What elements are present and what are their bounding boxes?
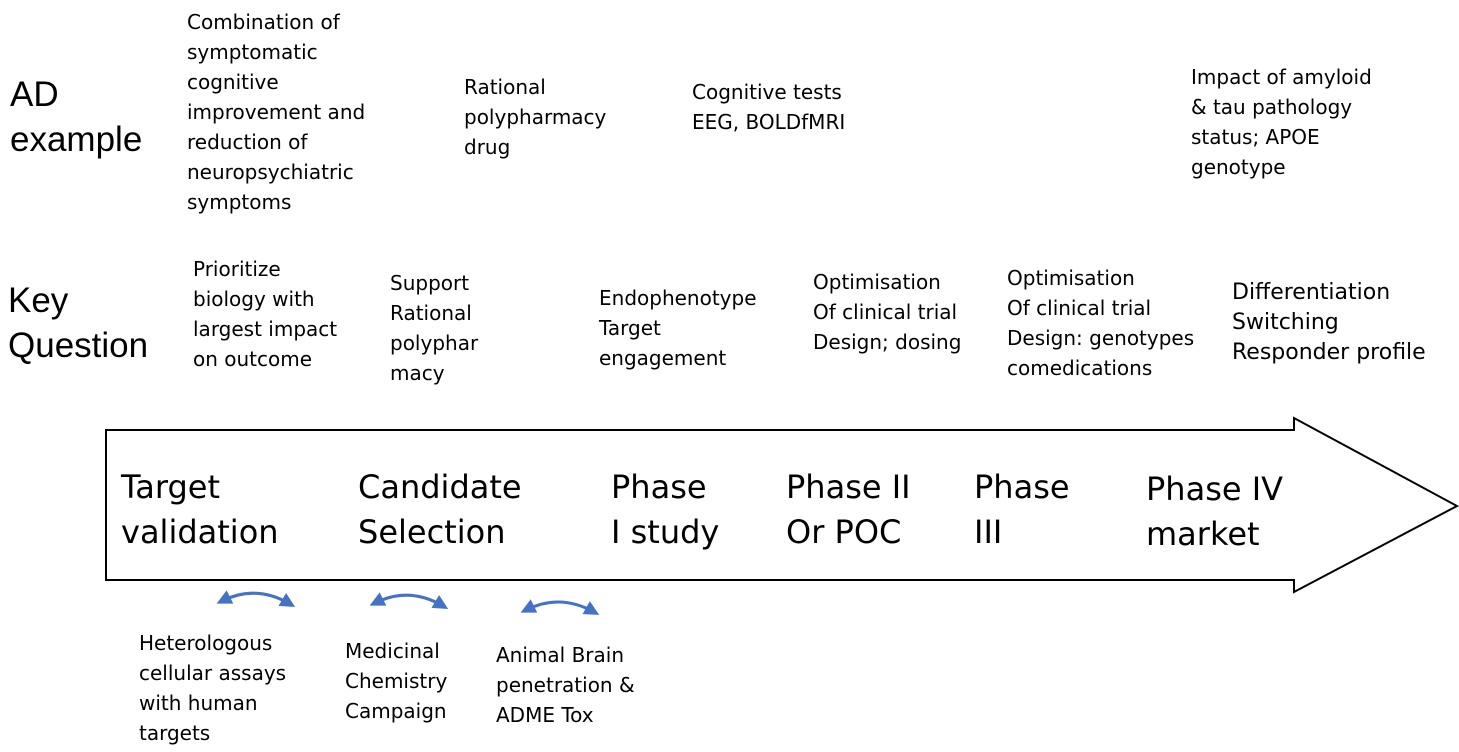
stage-line: Phase [611, 468, 707, 506]
kq-label-line: Question [8, 326, 149, 365]
text-line: neuropsychiatric [187, 160, 354, 184]
kq-label-line: Key [8, 281, 69, 320]
text-line: Design: genotypes [1007, 326, 1195, 350]
text-line: cellular assays [139, 661, 287, 685]
key-question-1: Prioritize biology with largest impact o… [193, 254, 337, 374]
stage-line: Candidate [358, 468, 522, 506]
ad-example-1: Combination of symptomatic cognitive imp… [187, 7, 365, 217]
stage-phase-3: Phase III [974, 465, 1070, 555]
text-line: Support [390, 271, 470, 295]
stage-line: Phase II [786, 468, 911, 506]
text-line: symptoms [187, 190, 292, 214]
stage-line: validation [121, 513, 279, 551]
text-line: Animal Brain [496, 643, 624, 667]
key-question-2: Support Rational polyphar macy [390, 268, 478, 388]
bottom-note-1: Heterologous cellular assays with human … [139, 628, 286, 748]
text-line: polyphar [390, 331, 479, 355]
stage-phase-1: Phase I study [611, 465, 719, 555]
stage-target-validation: Target validation [121, 465, 279, 555]
key-question-6: Differentiation Switching Responder prof… [1232, 278, 1426, 368]
text-line: Endophenotype [599, 286, 757, 310]
ad-label-line: example [10, 120, 143, 159]
text-line: Combination of [187, 10, 340, 34]
text-line: Of clinical trial [1007, 296, 1152, 320]
ad-example-label: AD example [10, 72, 142, 162]
ad-example-4: Impact of amyloid & tau pathology status… [1191, 62, 1372, 182]
text-line: Differentiation [1232, 280, 1391, 305]
text-line: genotype [1191, 155, 1286, 179]
ad-label-line: AD [10, 75, 59, 114]
connector-arrow-1 [216, 590, 296, 608]
connector-arrow-3 [520, 599, 600, 615]
text-line: drug [464, 135, 511, 159]
bottom-note-3: Animal Brain penetration & ADME Tox [496, 640, 635, 730]
connector-arrow-2 [369, 592, 449, 610]
text-line: Rational [390, 301, 472, 325]
key-question-3: Endophenotype Target engagement [599, 283, 757, 373]
stage-line: III [974, 513, 1003, 551]
text-line: Responder profile [1232, 340, 1426, 365]
text-line: Optimisation [813, 270, 941, 294]
key-question-label: Key Question [8, 278, 148, 368]
stage-phase-4: Phase IV market [1146, 467, 1283, 557]
text-line: reduction of [187, 130, 308, 154]
stage-line: market [1146, 515, 1260, 553]
ad-example-3: Cognitive tests EEG, BOLDfMRI [692, 77, 845, 137]
text-line: & tau pathology [1191, 95, 1353, 119]
key-question-5: Optimisation Of clinical trial Design: g… [1007, 263, 1194, 383]
text-line: polypharmacy [464, 105, 607, 129]
text-line: Impact of amyloid [1191, 65, 1372, 89]
stage-line: Target [121, 468, 220, 506]
text-line: symptomatic [187, 40, 318, 64]
text-line: Medicinal [345, 639, 440, 663]
text-line: EEG, BOLDfMRI [692, 110, 846, 134]
text-line: comedications [1007, 356, 1153, 380]
stage-line: Phase [974, 468, 1070, 506]
pipeline-arrow [105, 416, 1459, 594]
text-line: Switching [1232, 310, 1339, 335]
text-line: Prioritize [193, 257, 281, 281]
text-line: Heterologous [139, 631, 273, 655]
text-line: on outcome [193, 347, 313, 371]
text-line: Campaign [345, 699, 447, 723]
stage-line: Or POC [786, 513, 902, 551]
text-line: Of clinical trial [813, 300, 958, 324]
text-line: engagement [599, 346, 727, 370]
text-line: penetration & [496, 673, 635, 697]
text-line: ADME Tox [496, 703, 594, 727]
key-question-4: Optimisation Of clinical trial Design; d… [813, 267, 961, 357]
text-line: Optimisation [1007, 266, 1135, 290]
text-line: status; APOE [1191, 125, 1320, 149]
text-line: macy [390, 361, 445, 385]
stage-phase-2: Phase II Or POC [786, 465, 911, 555]
stage-line: I study [611, 513, 720, 551]
text-line: Design; dosing [813, 330, 962, 354]
text-line: Target [599, 316, 661, 340]
stage-line: Phase IV [1146, 470, 1284, 508]
bottom-note-2: Medicinal Chemistry Campaign [345, 636, 447, 726]
text-line: cognitive [187, 70, 279, 94]
text-line: Cognitive tests [692, 80, 842, 104]
ad-example-2: Rational polypharmacy drug [464, 72, 606, 162]
text-line: largest impact [193, 317, 338, 341]
text-line: Chemistry [345, 669, 448, 693]
stage-line: Selection [358, 513, 506, 551]
text-line: with human [139, 691, 258, 715]
stage-candidate-selection: Candidate Selection [358, 465, 522, 555]
text-line: improvement and [187, 100, 366, 124]
text-line: biology with [193, 287, 315, 311]
text-line: Rational [464, 75, 546, 99]
text-line: targets [139, 721, 211, 745]
